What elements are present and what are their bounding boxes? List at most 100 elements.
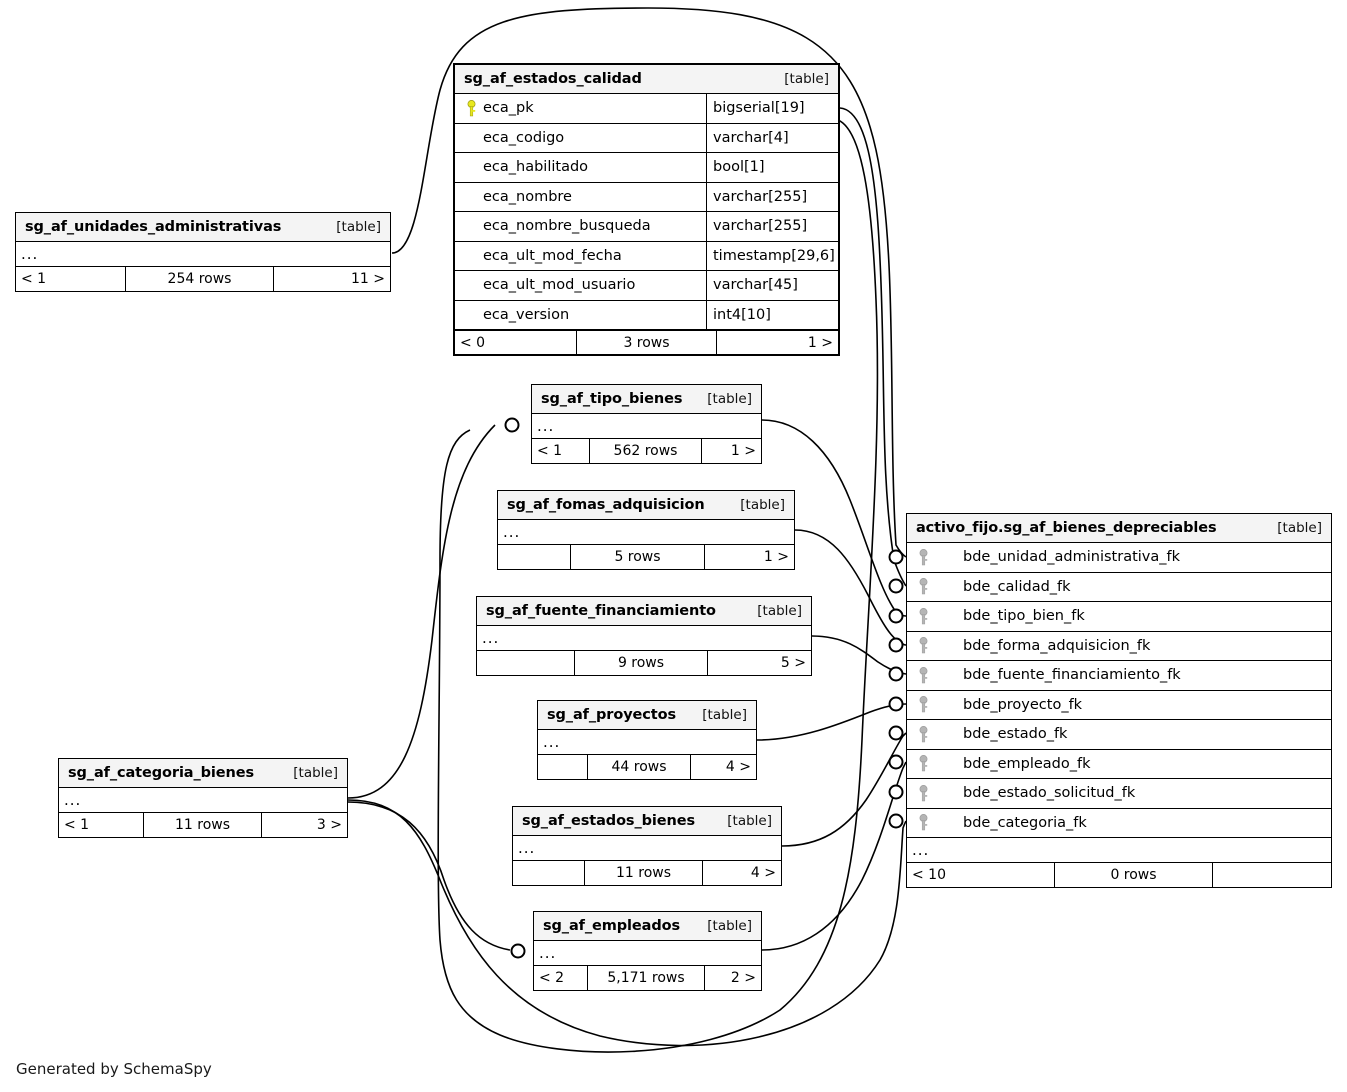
- table-footer: < 1 11 rows 3 >: [59, 813, 347, 837]
- table-row[interactable]: bde_estado_fk: [907, 720, 1331, 750]
- column-name-cell: eca_version: [455, 301, 706, 330]
- footer-rowcount: 11 rows: [585, 861, 703, 885]
- column-label: bde_empleado_fk: [963, 755, 1091, 772]
- table-name: sg_af_tipo_bienes: [541, 390, 683, 407]
- collapsed-columns: ...: [532, 414, 761, 439]
- table-sg-af-fomas-adquisicion[interactable]: sg_af_fomas_adquisicion [table] ... 5 ro…: [497, 490, 795, 570]
- column-name-cell: bde_tipo_bien_fk: [907, 602, 1331, 631]
- column-label: bde_categoria_fk: [963, 814, 1087, 831]
- column-label: eca_pk: [483, 100, 534, 117]
- table-activo-fijo-sg-af-bienes-depreciables[interactable]: activo_fijo.sg_af_bienes_depreciables [t…: [906, 513, 1332, 888]
- table-footer: < 2 5,171 rows 2 >: [534, 966, 761, 990]
- footer-rowcount: 5 rows: [571, 545, 705, 569]
- table-footer: < 0 3 rows 1 >: [455, 330, 838, 354]
- table-row[interactable]: eca_nombre_busqueda varchar[255]: [455, 212, 838, 242]
- column-name-cell: eca_pk: [455, 94, 706, 123]
- table-header: activo_fijo.sg_af_bienes_depreciables [t…: [907, 514, 1331, 543]
- table-row[interactable]: bde_proyecto_fk: [907, 691, 1331, 720]
- table-row[interactable]: bde_estado_solicitud_fk: [907, 779, 1331, 809]
- column-name-cell: eca_ult_mod_usuario: [455, 271, 706, 300]
- table-row[interactable]: eca_nombre varchar[255]: [455, 182, 838, 212]
- table-sg-af-categoria-bienes[interactable]: sg_af_categoria_bienes [table] ... < 1 1…: [58, 758, 348, 838]
- footer-rowcount: 44 rows: [588, 755, 691, 779]
- table-header: sg_af_tipo_bienes [table]: [532, 385, 761, 414]
- table-footer: < 1 562 rows 1 >: [532, 439, 761, 463]
- table-sg-af-tipo-bienes[interactable]: sg_af_tipo_bienes [table] ... < 1 562 ro…: [531, 384, 762, 464]
- table-sg-af-proyectos[interactable]: sg_af_proyectos [table] ... 44 rows 4 >: [537, 700, 757, 780]
- table-tag: [table]: [707, 390, 752, 407]
- table-tag: [table]: [757, 602, 802, 619]
- footer-children: 1 >: [807, 334, 833, 351]
- table-row[interactable]: eca_ult_mod_fecha timestamp[29,6]: [455, 241, 838, 271]
- column-label: bde_calidad_fk: [963, 578, 1071, 595]
- footer-parents: [513, 861, 585, 885]
- footer-children: 4 >: [750, 865, 776, 881]
- foreign-key-icon: [911, 696, 935, 713]
- column-name-cell: bde_unidad_administrativa_fk: [907, 543, 1331, 572]
- footer-rowcount: 9 rows: [575, 651, 708, 675]
- table-header: sg_af_categoria_bienes [table]: [59, 759, 347, 788]
- table-row[interactable]: bde_empleado_fk: [907, 750, 1331, 779]
- table-row[interactable]: bde_categoria_fk: [907, 809, 1331, 838]
- footer-children: 1 >: [730, 443, 756, 459]
- column-type: int4[10]: [706, 300, 838, 329]
- table-header: sg_af_estados_bienes [table]: [513, 807, 781, 836]
- column-type: bigserial[19]: [706, 94, 838, 123]
- table-row[interactable]: bde_forma_adquisicion_fk: [907, 632, 1331, 661]
- collapsed-columns: ...: [538, 730, 756, 755]
- table-header: sg_af_estados_calidad [table]: [455, 65, 838, 94]
- table-tag: [table]: [293, 764, 338, 781]
- table-name: sg_af_estados_calidad: [464, 70, 642, 87]
- footer-children: 5 >: [780, 655, 806, 671]
- table-tag: [table]: [1277, 519, 1322, 536]
- column-name-cell: eca_habilitado: [455, 153, 706, 182]
- table-footer: 5 rows 1 >: [498, 545, 794, 569]
- table-tag: [table]: [740, 496, 785, 513]
- table-row[interactable]: eca_pk bigserial[19]: [455, 94, 838, 124]
- table-row[interactable]: bde_tipo_bien_fk: [907, 602, 1331, 632]
- table-tag: [table]: [707, 917, 752, 934]
- table-name: sg_af_proyectos: [547, 706, 677, 723]
- table-sg-af-fuente-financiamiento[interactable]: sg_af_fuente_financiamiento [table] ... …: [476, 596, 812, 676]
- table-row[interactable]: eca_habilitado bool[1]: [455, 153, 838, 183]
- primary-key-icon: [459, 99, 483, 117]
- foreign-key-icon: [911, 578, 935, 595]
- column-label: bde_forma_adquisicion_fk: [963, 637, 1151, 654]
- footer-children: 1 >: [763, 549, 789, 565]
- generator-credit: Generated by SchemaSpy: [16, 1060, 212, 1078]
- column-label: eca_ult_mod_fecha: [483, 247, 622, 264]
- table-row[interactable]: bde_unidad_administrativa_fk: [907, 543, 1331, 573]
- foreign-key-icon: [911, 666, 935, 684]
- column-name-cell: eca_nombre_busqueda: [455, 212, 706, 241]
- column-label: bde_unidad_administrativa_fk: [963, 549, 1181, 566]
- column-name-cell: eca_ult_mod_fecha: [455, 242, 706, 271]
- column-label: eca_habilitado: [483, 159, 589, 176]
- table-tag: [table]: [727, 812, 772, 829]
- table-header: sg_af_empleados [table]: [534, 912, 761, 941]
- table-row[interactable]: eca_ult_mod_usuario varchar[45]: [455, 271, 838, 301]
- table-header: sg_af_proyectos [table]: [538, 701, 756, 730]
- footer-parents: < 2: [534, 966, 588, 990]
- table-row[interactable]: bde_calidad_fk: [907, 573, 1331, 602]
- table-tag: [table]: [784, 70, 829, 87]
- table-sg-af-estados-calidad[interactable]: sg_af_estados_calidad [table] eca_pk big…: [453, 63, 840, 356]
- table-sg-af-estados-bienes[interactable]: sg_af_estados_bienes [table] ... 11 rows…: [512, 806, 782, 886]
- table-sg-af-unidades-administrativas[interactable]: sg_af_unidades_administrativas [table] .…: [15, 212, 391, 292]
- column-name-cell: bde_estado_solicitud_fk: [907, 779, 1331, 808]
- collapsed-columns: ...: [513, 836, 781, 861]
- table-sg-af-empleados[interactable]: sg_af_empleados [table] ... < 2 5,171 ro…: [533, 911, 762, 991]
- footer-children: [1213, 863, 1331, 887]
- footer-parents: < 10: [907, 863, 1055, 887]
- table-row[interactable]: eca_version int4[10]: [455, 300, 838, 330]
- table-row[interactable]: bde_fuente_financiamiento_fk: [907, 661, 1331, 691]
- table-footer: 11 rows 4 >: [513, 861, 781, 885]
- footer-rowcount: 3 rows: [577, 331, 717, 354]
- column-name-cell: eca_codigo: [455, 124, 706, 153]
- column-label: bde_estado_solicitud_fk: [963, 785, 1136, 802]
- column-name-cell: bde_categoria_fk: [907, 809, 1331, 838]
- footer-rowcount: 0 rows: [1055, 863, 1213, 887]
- table-row[interactable]: eca_codigo varchar[4]: [455, 123, 838, 153]
- column-label: eca_version: [483, 306, 570, 323]
- collapsed-columns: ...: [907, 838, 1331, 863]
